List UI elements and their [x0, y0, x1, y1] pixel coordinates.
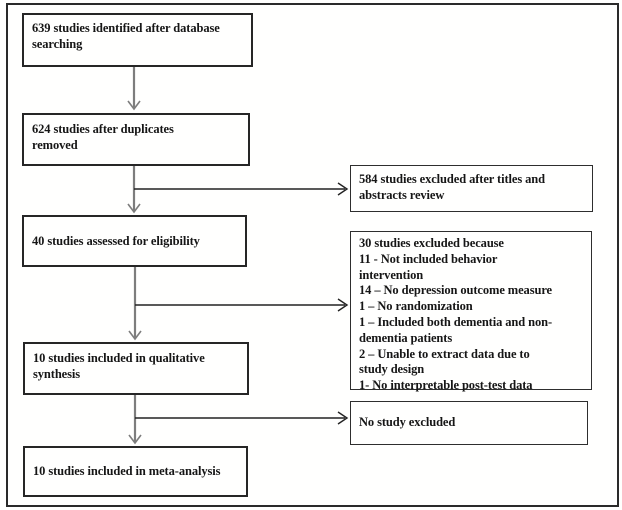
box-text-line: intervention [359, 267, 424, 282]
box-qualitative-synthesis: 10 studies included in qualitative synth… [23, 342, 249, 395]
box-text-line: 1 – Included both dementia and non- [359, 314, 553, 329]
box-excluded-reasons: 30 studies excluded because 11 - Not inc… [350, 231, 592, 392]
box-text-line: study design [359, 362, 425, 377]
box-studies-identified: 639 studies identified after database se… [22, 13, 253, 67]
box-text-line: 2 – Unable to extract data due to [359, 346, 530, 361]
box-meta-analysis: 10 studies included in meta-analysis [23, 446, 248, 497]
box-text-line: searching [32, 37, 83, 51]
box-text-line: 11 - Not included behavior [359, 251, 498, 266]
box-text-line: 10 studies included in qualitative [33, 351, 205, 365]
box-text-line: dementia patients [359, 330, 453, 345]
box-text-line: 14 – No depression outcome measure [359, 283, 552, 298]
branch-to-excluded-titles [134, 182, 349, 196]
box-text-line: abstracts review [359, 188, 445, 202]
figure-border [6, 3, 619, 507]
box-text-line: No study excluded [359, 415, 456, 429]
box-excluded-titles-abstracts: 584 studies excluded after titles and ab… [350, 165, 593, 212]
box-text-line: 639 studies identified after database [32, 21, 220, 35]
box-text-line: removed [32, 138, 78, 152]
branch-to-excluded-reasons [135, 298, 349, 312]
box-assessed-eligibility: 40 studies assessed for eligibility [22, 215, 247, 267]
box-no-study-excluded: No study excluded [350, 401, 588, 445]
box-text-line: synthesis [33, 367, 81, 381]
box-text-line: 40 studies assessed for eligibility [32, 234, 200, 248]
box-text-line: 584 studies excluded after titles and [359, 172, 545, 186]
box-text-line: 1- No interpretable post-test data [359, 378, 533, 393]
box-text-line: 10 studies included in meta-analysis [33, 464, 221, 478]
arrow-qualitative-to-meta [128, 395, 142, 445]
arrow-assessed-to-qualitative [128, 267, 142, 341]
box-text-line: 1 – No randomization [359, 299, 473, 314]
arrow-identified-to-duplicates [127, 67, 141, 111]
box-duplicates-removed: 624 studies after duplicates removed [22, 113, 250, 166]
box-text-line: 624 studies after duplicates [32, 122, 174, 136]
branch-to-no-study-excluded [135, 411, 349, 425]
box-text-line: 30 studies excluded because [359, 236, 504, 250]
